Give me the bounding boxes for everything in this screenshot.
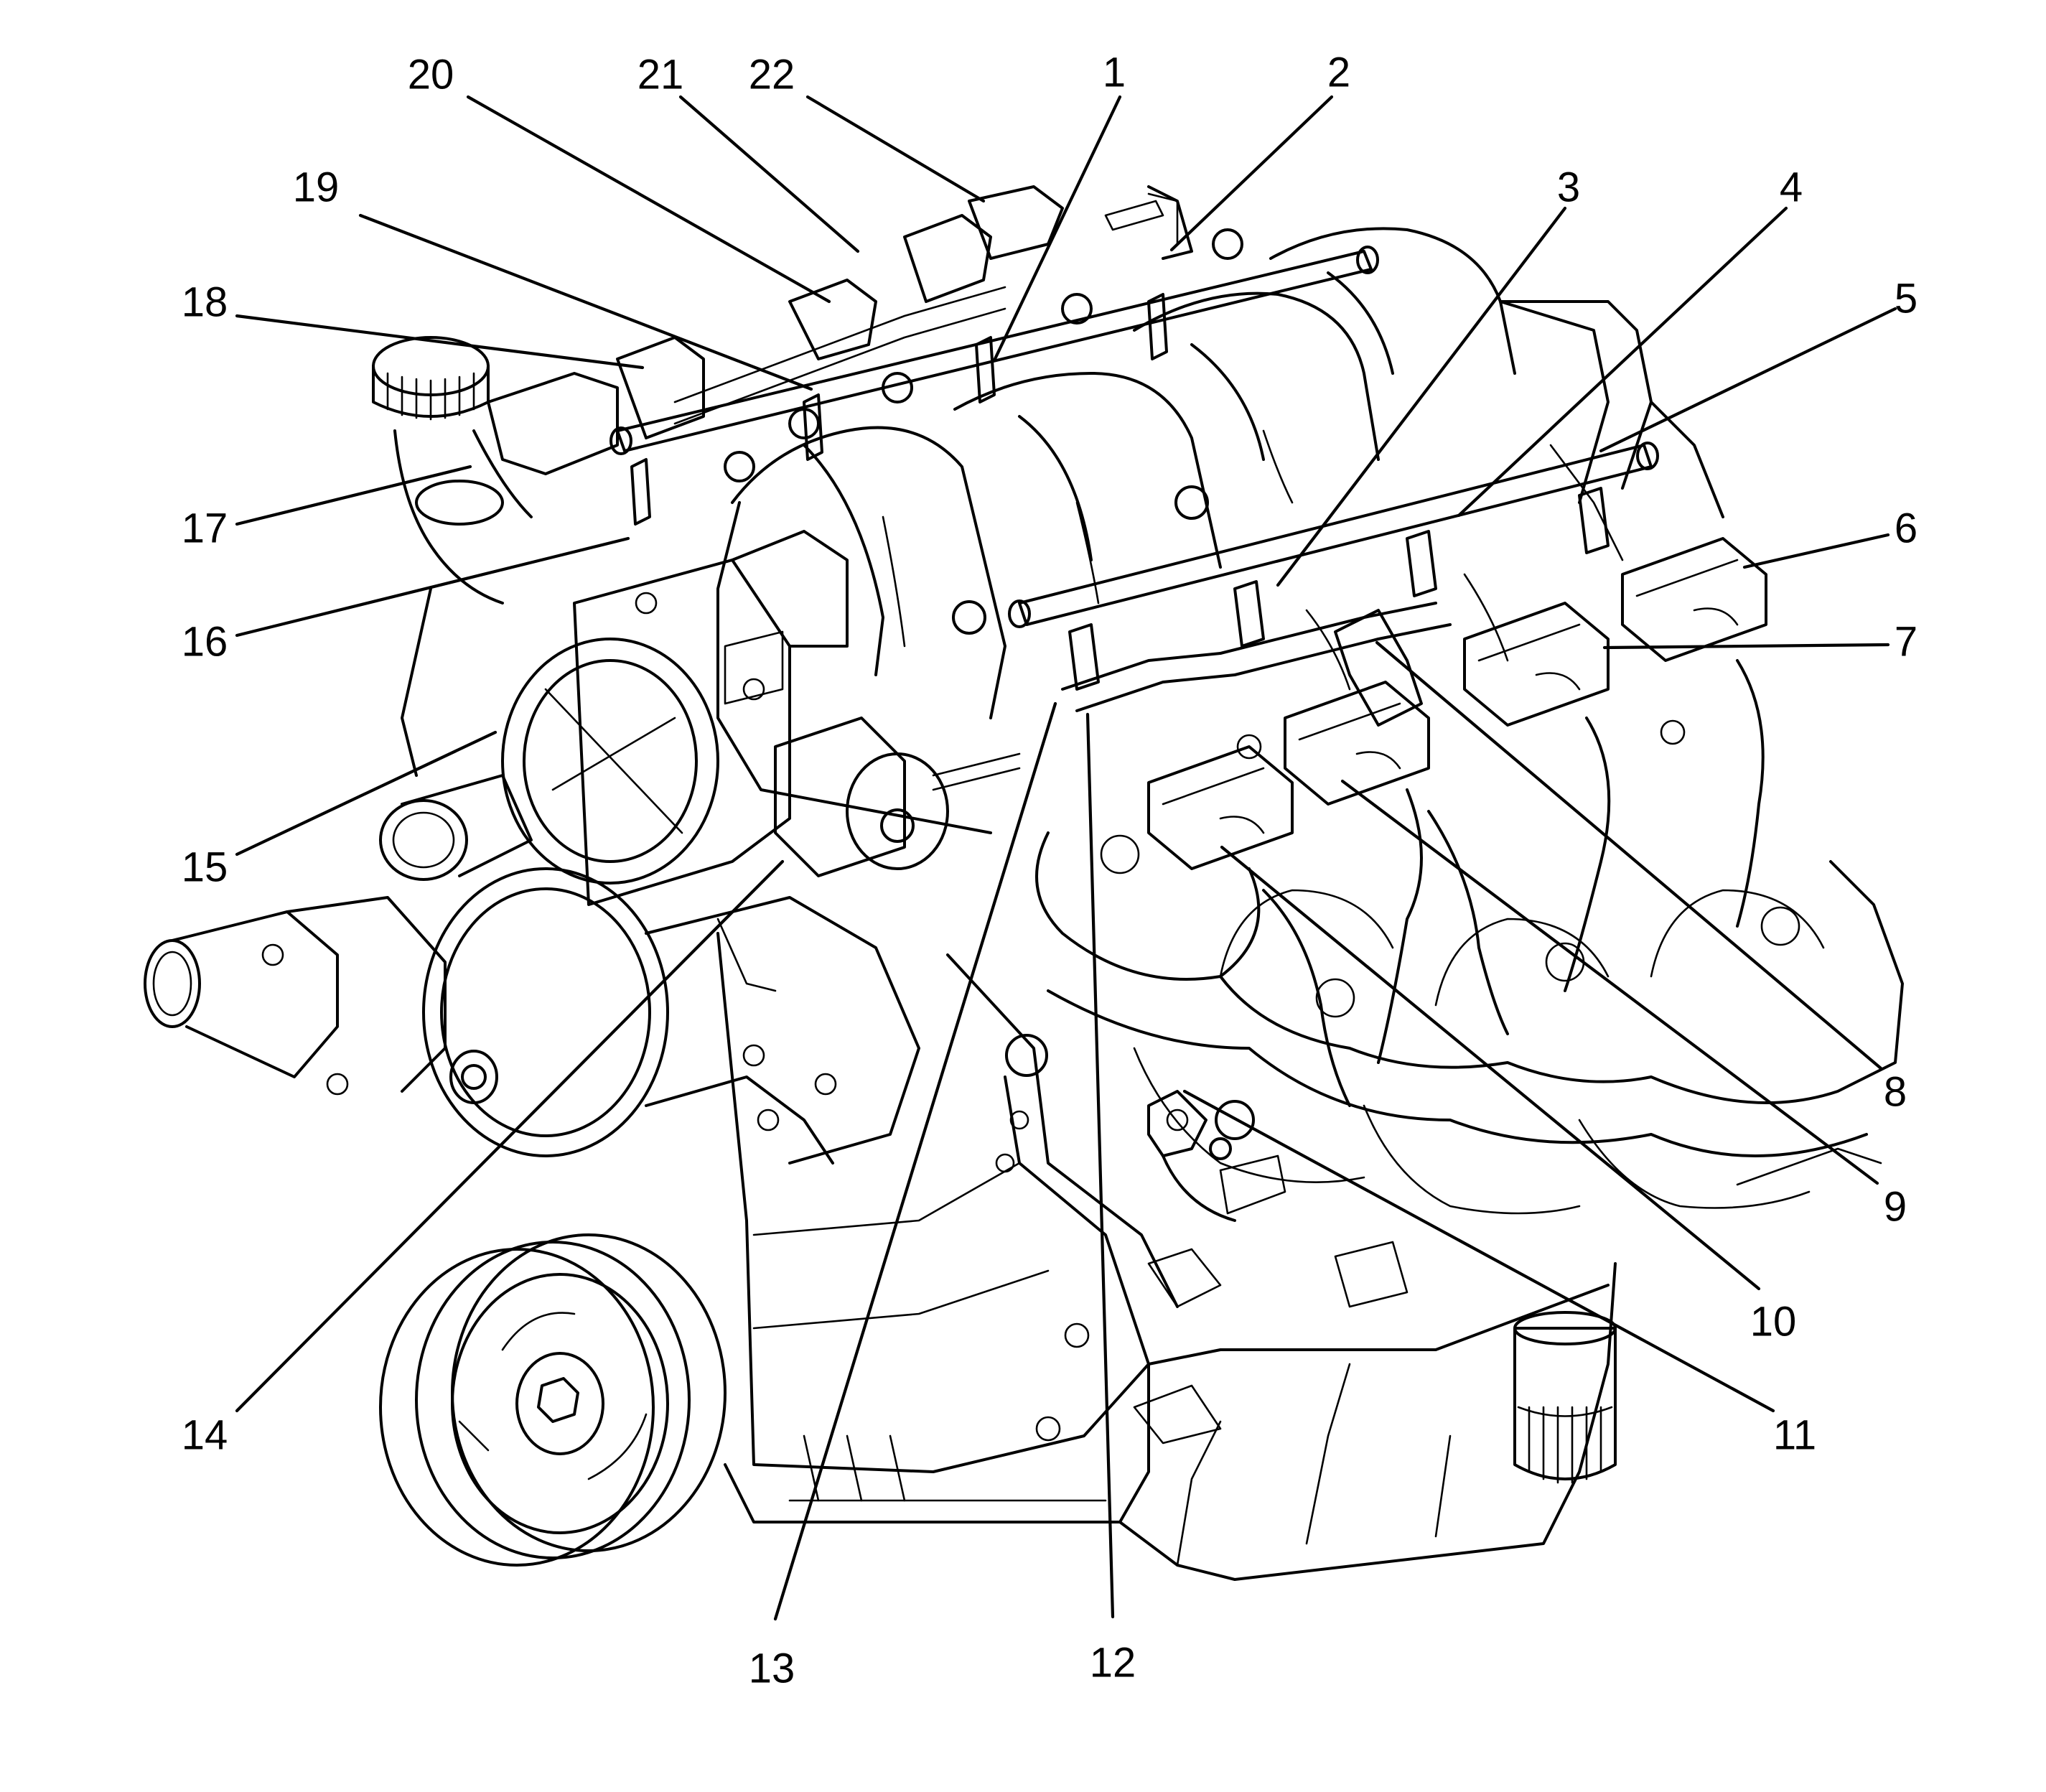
leader-18	[235, 314, 645, 370]
oil-filter	[1513, 1311, 1617, 1484]
leader-22	[805, 95, 986, 203]
callout-21: 21	[637, 51, 684, 98]
leader-8	[1375, 640, 1883, 1070]
callout-14: 14	[182, 1411, 228, 1458]
ignition-coils	[1147, 537, 1767, 870]
callout-15: 15	[182, 844, 228, 890]
callout-8: 8	[1884, 1068, 1907, 1115]
callout-16: 16	[182, 618, 228, 665]
callout-19: 19	[293, 164, 340, 210]
leader-17	[235, 465, 472, 526]
engine-line-art	[144, 185, 1904, 1581]
leader-10	[1220, 845, 1761, 1291]
leader-21	[678, 95, 860, 253]
oil-pan	[724, 1262, 1617, 1581]
upper-right-cover	[1236, 300, 1724, 760]
leader-9	[1340, 779, 1879, 1185]
leader-16	[235, 536, 630, 638]
injectors-left	[630, 293, 1168, 526]
throttle-actuator	[774, 717, 1021, 877]
leader-13	[773, 701, 1057, 1621]
callout-2: 2	[1327, 49, 1350, 95]
leader-6	[1742, 533, 1890, 569]
callout-11: 11	[1773, 1411, 1816, 1458]
leader-2	[1169, 95, 1334, 252]
leader-5	[1599, 307, 1897, 453]
leader-4	[1457, 206, 1788, 518]
callout-6: 6	[1895, 505, 1917, 551]
callout-1: 1	[1103, 49, 1126, 95]
intake-manifold	[716, 227, 1610, 834]
callout-10: 10	[1750, 1298, 1797, 1345]
leader-12	[1085, 712, 1115, 1619]
leader-1	[992, 95, 1122, 363]
radiator-cap	[372, 336, 533, 777]
callout-13: 13	[749, 1645, 795, 1691]
callout-20: 20	[408, 51, 454, 98]
leader-11	[1182, 1089, 1775, 1413]
leader-14	[235, 859, 785, 1413]
spark-plug-wires	[1209, 659, 1765, 1160]
leader-20	[466, 95, 831, 304]
callout-9: 9	[1884, 1183, 1907, 1230]
water-pump-pulley	[422, 867, 920, 1165]
leader-15	[235, 730, 498, 857]
injectors-right	[1068, 487, 1610, 691]
injector-harness	[1061, 573, 1509, 712]
leader-3	[1276, 206, 1567, 587]
engine-block	[716, 932, 1409, 1502]
knock-sensor	[1147, 1090, 1236, 1222]
leader-19	[358, 213, 813, 391]
fuel-rail	[609, 192, 1659, 628]
callout-12: 12	[1090, 1639, 1136, 1686]
callout-4: 4	[1780, 164, 1803, 210]
top-left-sensors	[487, 185, 1243, 482]
leader-lines	[235, 95, 1897, 1621]
crank-pulley	[379, 1233, 727, 1567]
thermostat-housing	[144, 774, 533, 1096]
callout-7: 7	[1895, 618, 1917, 665]
callout-5: 5	[1895, 275, 1917, 322]
exhaust-manifold	[1035, 831, 1904, 1215]
callout-labels: 1 2 3 4 5 6 7 8 9 10 11 12 13 14 15 16 1…	[182, 49, 1917, 1691]
callout-17: 17	[182, 505, 228, 551]
throttle-body	[501, 530, 849, 906]
leader-7	[1602, 643, 1890, 650]
callout-22: 22	[749, 51, 795, 98]
callout-18: 18	[182, 279, 228, 325]
callout-3: 3	[1557, 164, 1580, 210]
